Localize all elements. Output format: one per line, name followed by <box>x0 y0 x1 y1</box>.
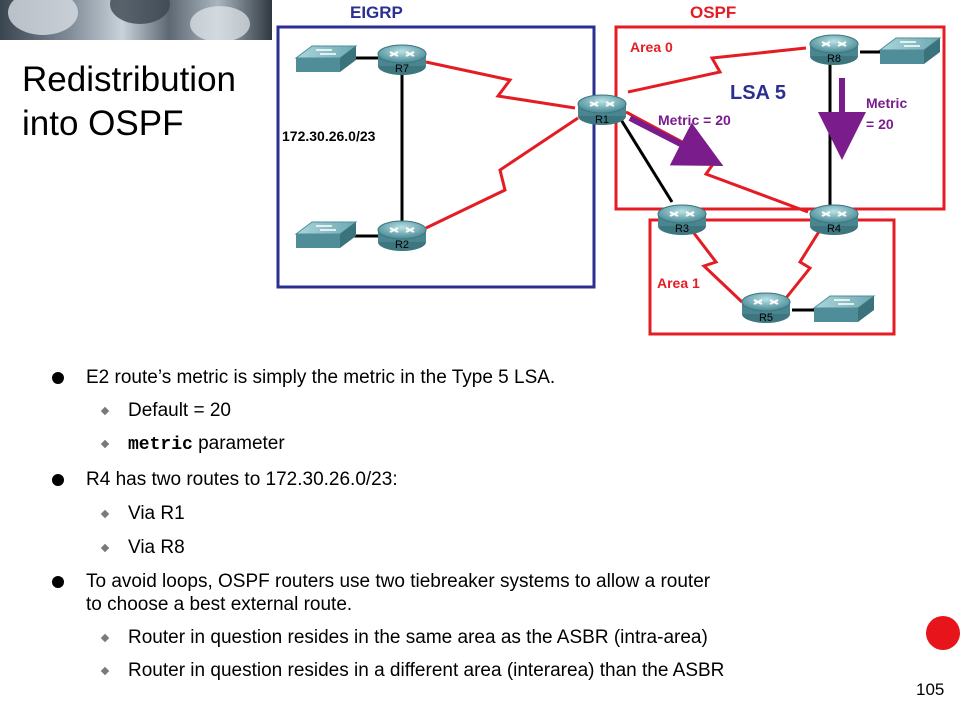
switch-icon <box>879 37 941 65</box>
router-r2: R2 <box>377 220 427 252</box>
slide-title-line2: into OSPF <box>22 104 184 143</box>
router-r8: R8 <box>809 34 859 66</box>
sub-bullet-item: Router in question resides in the same a… <box>52 626 912 649</box>
sub-bullet-item: Via R8 <box>52 536 912 559</box>
switch-icon <box>813 295 875 323</box>
sub-bullet-text: Via R1 <box>128 503 185 524</box>
serial-r2-r1 <box>425 116 579 230</box>
code-keyword: metric <box>128 435 193 455</box>
router-r3: R3 <box>657 204 707 236</box>
sub-bullet-text: Via R8 <box>128 537 185 558</box>
switch-icon <box>295 221 357 249</box>
bullet-dot <box>52 576 64 588</box>
router-r4: R4 <box>809 204 859 236</box>
slide-title-line1: Redistribution <box>22 60 236 99</box>
eigrp-label: EIGRP <box>350 3 403 22</box>
slide-title: Redistribution into OSPF <box>22 58 236 146</box>
sub-bullet-item: metric parameter <box>52 432 912 457</box>
bullet-dot <box>52 372 64 384</box>
bullet-text-line2: to choose a best external route. <box>86 594 353 615</box>
bullet-dot <box>52 474 64 486</box>
svg-text:R7: R7 <box>395 63 409 75</box>
bullet-text: E2 route’s metric is simply the metric i… <box>86 367 556 388</box>
serial-r3-r5 <box>688 227 744 304</box>
router-r5: R5 <box>741 292 791 324</box>
bullet-text-line1: To avoid loops, OSPF routers use two tie… <box>86 571 711 592</box>
sub-bullet-marker <box>100 633 110 643</box>
ospf-area1-box <box>648 218 896 336</box>
svg-text:R5: R5 <box>759 312 773 324</box>
page-number: 105 <box>916 680 945 699</box>
sub-bullet-marker <box>100 439 110 449</box>
router-r7: R7 <box>377 44 427 76</box>
sub-bullet-marker <box>100 406 110 416</box>
sub-bullet-marker <box>100 543 110 553</box>
svg-text:R4: R4 <box>827 223 841 235</box>
switch-icon <box>295 45 357 73</box>
network-label: 172.30.26.0/23 <box>282 128 376 144</box>
lsa-label: LSA 5 <box>730 82 786 104</box>
bullet-item: R4 has two routes to 172.30.26.0/23: <box>52 468 912 491</box>
router-r1: R1 <box>577 94 627 126</box>
sub-bullet-marker <box>100 509 110 519</box>
sub-bullet-item: Via R1 <box>52 502 912 525</box>
bullet-item: E2 route’s metric is simply the metric i… <box>52 366 912 389</box>
bullet-text: R4 has two routes to 172.30.26.0/23: <box>86 469 398 490</box>
link-r1-r3 <box>618 117 674 203</box>
ospf-label: OSPF <box>690 3 736 22</box>
metric-label-right-line2: = 20 <box>866 116 894 132</box>
sub-bullet-marker <box>100 666 110 676</box>
sub-bullet-text: Router in question resides in the same a… <box>128 627 708 648</box>
decorative-header-image <box>0 0 272 40</box>
network-diagram: R7 R2 R1 R8 R3 R4 R5 EIGRP OSPF Area 0 A… <box>276 3 946 336</box>
bullet-item: To avoid loops, OSPF routers use two tie… <box>52 570 912 616</box>
svg-text:R3: R3 <box>675 223 689 235</box>
area0-label: Area 0 <box>630 39 673 55</box>
lsa-arrow-r1-to-r4 <box>628 115 724 166</box>
svg-text:R8: R8 <box>827 53 841 65</box>
area1-label: Area 1 <box>657 275 700 291</box>
serial-r7-r1 <box>425 60 576 110</box>
serial-r1-r8 <box>627 46 807 94</box>
svg-text:R2: R2 <box>395 239 409 251</box>
sub-bullet-item: Router in question resides in a differen… <box>52 659 912 682</box>
eigrp-domain-box <box>276 25 596 289</box>
serial-r4-r5 <box>784 229 822 299</box>
red-circle-marker <box>926 616 960 650</box>
metric-label-left: Metric = 20 <box>658 112 731 128</box>
sub-bullet-text: Default = 20 <box>128 400 231 421</box>
sub-bullet-item: Default = 20 <box>52 399 912 422</box>
svg-text:R1: R1 <box>595 114 609 126</box>
bullet-list: E2 route’s metric is simply the metric i… <box>52 366 912 682</box>
sub-bullet-text: Router in question resides in a differen… <box>128 660 725 681</box>
metric-label-right-line1: Metric <box>866 95 907 111</box>
sub-bullet-text: parameter <box>192 433 285 454</box>
